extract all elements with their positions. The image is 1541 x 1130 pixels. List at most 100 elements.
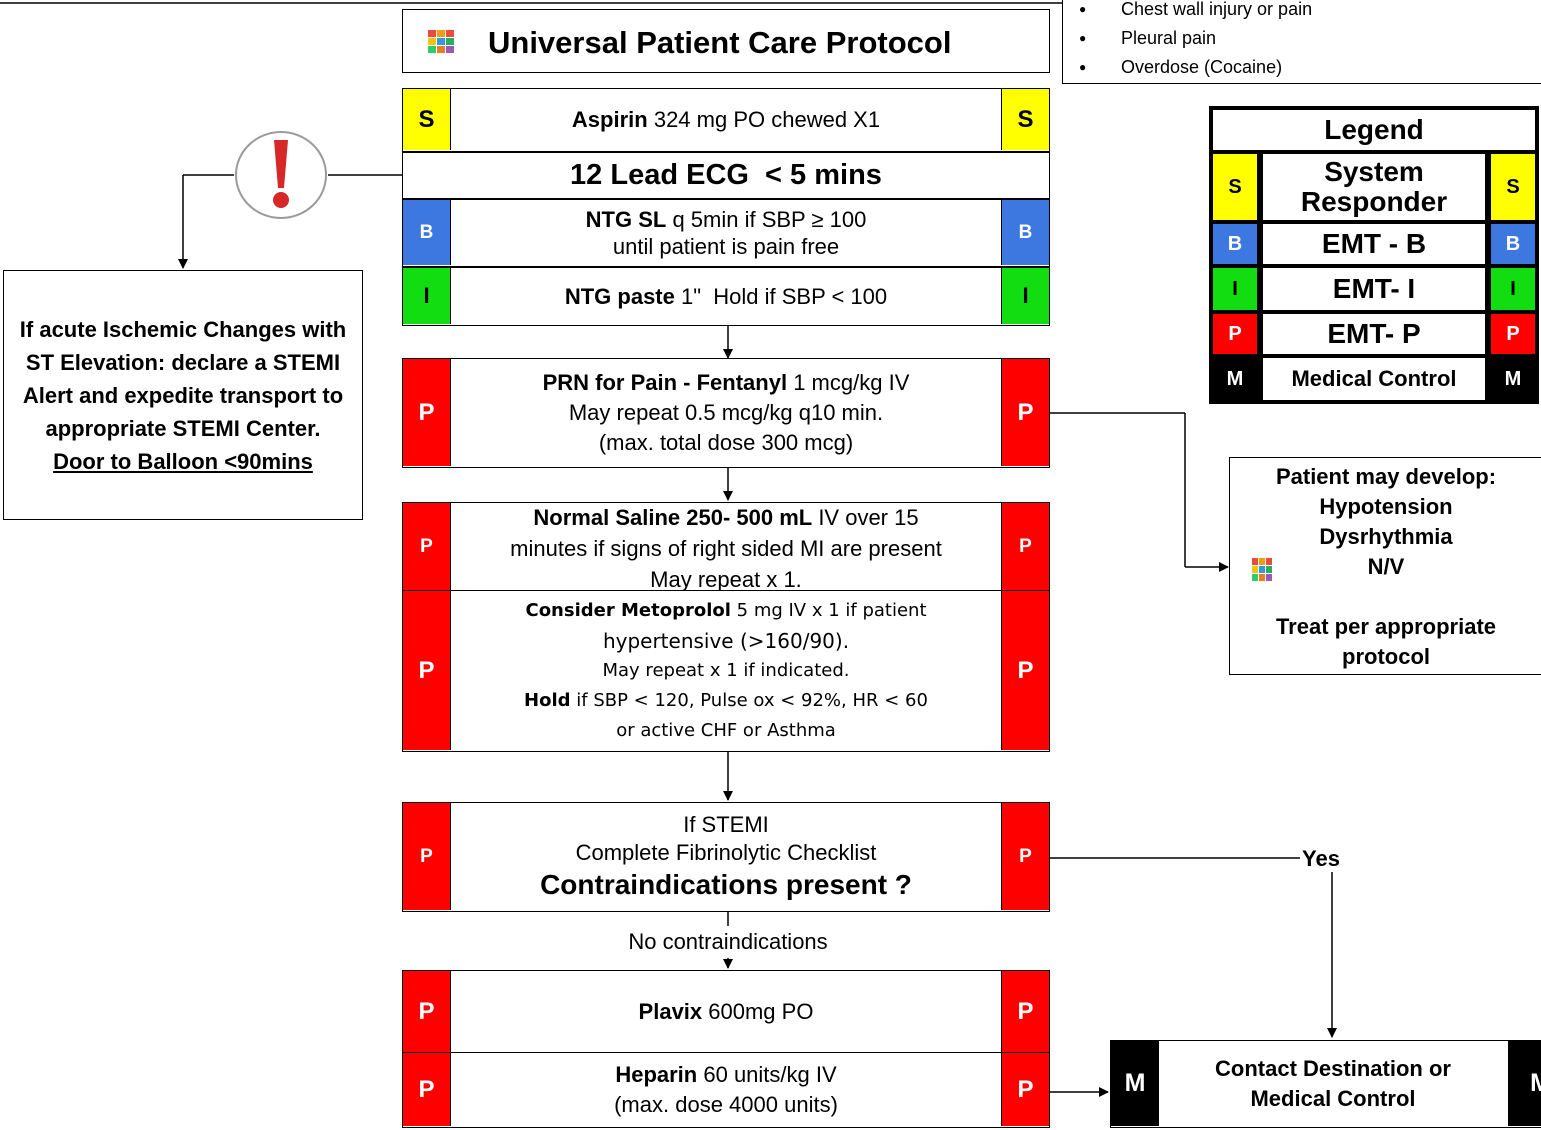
step-metoprolol[interactable]: P Consider Metoprolol 5 mg IV x 1 if pat… [402, 590, 1050, 752]
exclamation-icon [235, 131, 327, 219]
legend-badge: I [1213, 268, 1257, 310]
drug-dose: 1 mcg/kg IV [787, 369, 910, 395]
side-note-title: Patient may develop: [1275, 464, 1497, 489]
drug-name: Normal Saline 250- 500 mL [533, 505, 813, 530]
provider-badge-p: P [403, 1053, 451, 1126]
list-item: Overdose (Cocaine) [1063, 53, 1541, 82]
provider-badge-p: P [403, 971, 451, 1052]
side-effects-note: Patient may develop: Hypotension Dysrhyt… [1229, 457, 1541, 675]
drug-note: May repeat x 1. [650, 567, 802, 592]
step-ntg-paste[interactable]: I NTG paste 1" Hold if SBP < 100 I [402, 267, 1050, 326]
hold-label: Hold [524, 689, 571, 711]
no-contraindications-label: No contraindications [578, 928, 878, 956]
provider-badge-m: M [1508, 1041, 1541, 1126]
drug-dose: 5 mg IV x 1 if patient [730, 599, 927, 621]
list-item: Pleural pain [1063, 24, 1541, 53]
side-note-item: Dysrhythmia [1319, 524, 1453, 549]
protocol-header[interactable]: Universal Patient Care Protocol [402, 9, 1050, 73]
colored-grid-icon [1252, 558, 1272, 581]
step-text: Normal Saline 250- 500 mL IV over 15 min… [453, 503, 999, 592]
drug-dose: 60 units/kg IV [697, 1061, 837, 1087]
step-saline[interactable]: P Normal Saline 250- 500 mL IV over 15 m… [402, 502, 1050, 592]
drug-note: until patient is pain free [612, 233, 840, 259]
drug-dose: IV over 15 [812, 505, 919, 530]
drug-note: May repeat x 1 if indicated. [602, 659, 850, 681]
drug-name: NTG SL [585, 206, 667, 232]
door-to-balloon-link[interactable]: Door to Balloon <90mins [53, 448, 313, 474]
drug-name: Aspirin [571, 107, 648, 132]
drug-name: PRN for Pain - Fentanyl [542, 369, 788, 395]
provider-badge-s: S [1001, 89, 1049, 150]
drug-note: (max. dose 4000 units) [614, 1091, 838, 1117]
provider-badge-m: M [1111, 1041, 1159, 1126]
step-plavix[interactable]: P Plavix 600mg PO P [402, 970, 1050, 1054]
legend-badge: P [1491, 314, 1535, 354]
step-text: Consider Metoprolol 5 mg IV x 1 if patie… [453, 591, 999, 750]
provider-badge-p: P [1001, 971, 1049, 1052]
step-text: Plavix 600mg PO [453, 971, 999, 1052]
drug-dose: 324 mg PO chewed X1 [647, 107, 881, 132]
legend-title-text: Legend [1324, 114, 1424, 145]
side-note-item: Hypotension [1319, 494, 1453, 519]
drug-note: (max. total dose 300 mcg) [598, 429, 854, 455]
drug-dose: 600mg PO [702, 999, 814, 1024]
legend-label: System Responder [1263, 154, 1485, 220]
step-text: NTG SL q 5min if SBP ≥ 100 until patient… [453, 200, 999, 265]
step-stemi-decision[interactable]: P If STEMI Complete Fibrinolytic Checkli… [402, 802, 1050, 912]
drug-name: Consider Metoprolol [525, 599, 731, 621]
side-note-item: N/V [1367, 554, 1405, 579]
step-aspirin[interactable]: S Aspirin 324 mg PO chewed X1 S [402, 88, 1050, 152]
legend-badge: S [1491, 154, 1535, 220]
list-item: Chest wall injury or pain [1063, 0, 1541, 24]
drug-name: Plavix [638, 999, 703, 1024]
side-note-text: Patient may develop: Hypotension Dysrhyt… [1230, 462, 1541, 672]
legend-badge: P [1213, 314, 1257, 354]
step-ecg[interactable]: 12 Lead ECG < 5 mins [402, 152, 1050, 199]
stemi-question: Contraindications present ? [540, 868, 912, 900]
provider-badge-b: B [403, 200, 451, 265]
drug-note: or active CHF or Asthma [616, 719, 836, 741]
provider-badge-i: I [1001, 268, 1049, 324]
legend-label: EMT - B [1263, 224, 1485, 264]
legend-badge: B [1213, 224, 1257, 264]
step-fentanyl[interactable]: P PRN for Pain - Fentanyl 1 mcg/kg IV Ma… [402, 358, 1050, 468]
provider-badge-p: P [403, 803, 451, 910]
drug-dose: q 5min if SBP ≥ 100 [666, 206, 867, 232]
legend-label: Medical Control [1263, 358, 1485, 400]
step-text: Contact Destination or Medical Control [1159, 1041, 1507, 1126]
step-heparin[interactable]: P Heparin 60 units/kg IV (max. dose 4000… [402, 1052, 1050, 1128]
provider-badge-p: P [1001, 359, 1049, 466]
drug-name: Heparin [615, 1061, 698, 1087]
provider-badge-p: P [403, 591, 451, 750]
stemi-alert-box[interactable]: If acute Ischemic Changes with ST Elevat… [3, 270, 363, 520]
legend-label: EMT- I [1263, 268, 1485, 310]
provider-badge-p: P [403, 359, 451, 466]
provider-badge-p: P [1001, 803, 1049, 910]
contact-text: Contact Destination or Medical Control [1215, 1055, 1451, 1111]
stemi-alert-text: If acute Ischemic Changes with ST Elevat… [19, 316, 347, 441]
step-text: PRN for Pain - Fentanyl 1 mcg/kg IV May … [453, 359, 999, 466]
provider-badge-b: B [1001, 200, 1049, 265]
legend-badge: S [1213, 154, 1257, 220]
provider-badge-p: P [1001, 1053, 1049, 1126]
step-text: Aspirin 324 mg PO chewed X1 [453, 89, 999, 150]
drug-note: hypertensive (>160/90). [602, 628, 850, 653]
step-text: Heparin 60 units/kg IV (max. dose 4000 u… [453, 1053, 999, 1126]
page-title: Universal Patient Care Protocol [488, 25, 952, 60]
colored-grid-icon [428, 30, 454, 53]
legend-badge: M [1213, 358, 1257, 400]
contact-medical-control[interactable]: M Contact Destination or Medical Control… [1110, 1040, 1541, 1128]
side-note-footer: Treat per appropriate protocol [1275, 614, 1497, 669]
step-text: NTG paste 1" Hold if SBP < 100 [453, 268, 999, 324]
step-text: If STEMI Complete Fibrinolytic Checklist… [453, 803, 999, 910]
provider-badge-p: P [1001, 503, 1049, 591]
drug-name: NTG paste [564, 283, 675, 309]
step-ntg-sl[interactable]: B NTG SL q 5min if SBP ≥ 100 until patie… [402, 199, 1050, 267]
stemi-line: If STEMI [683, 811, 769, 837]
legend-badge: M [1491, 358, 1535, 400]
